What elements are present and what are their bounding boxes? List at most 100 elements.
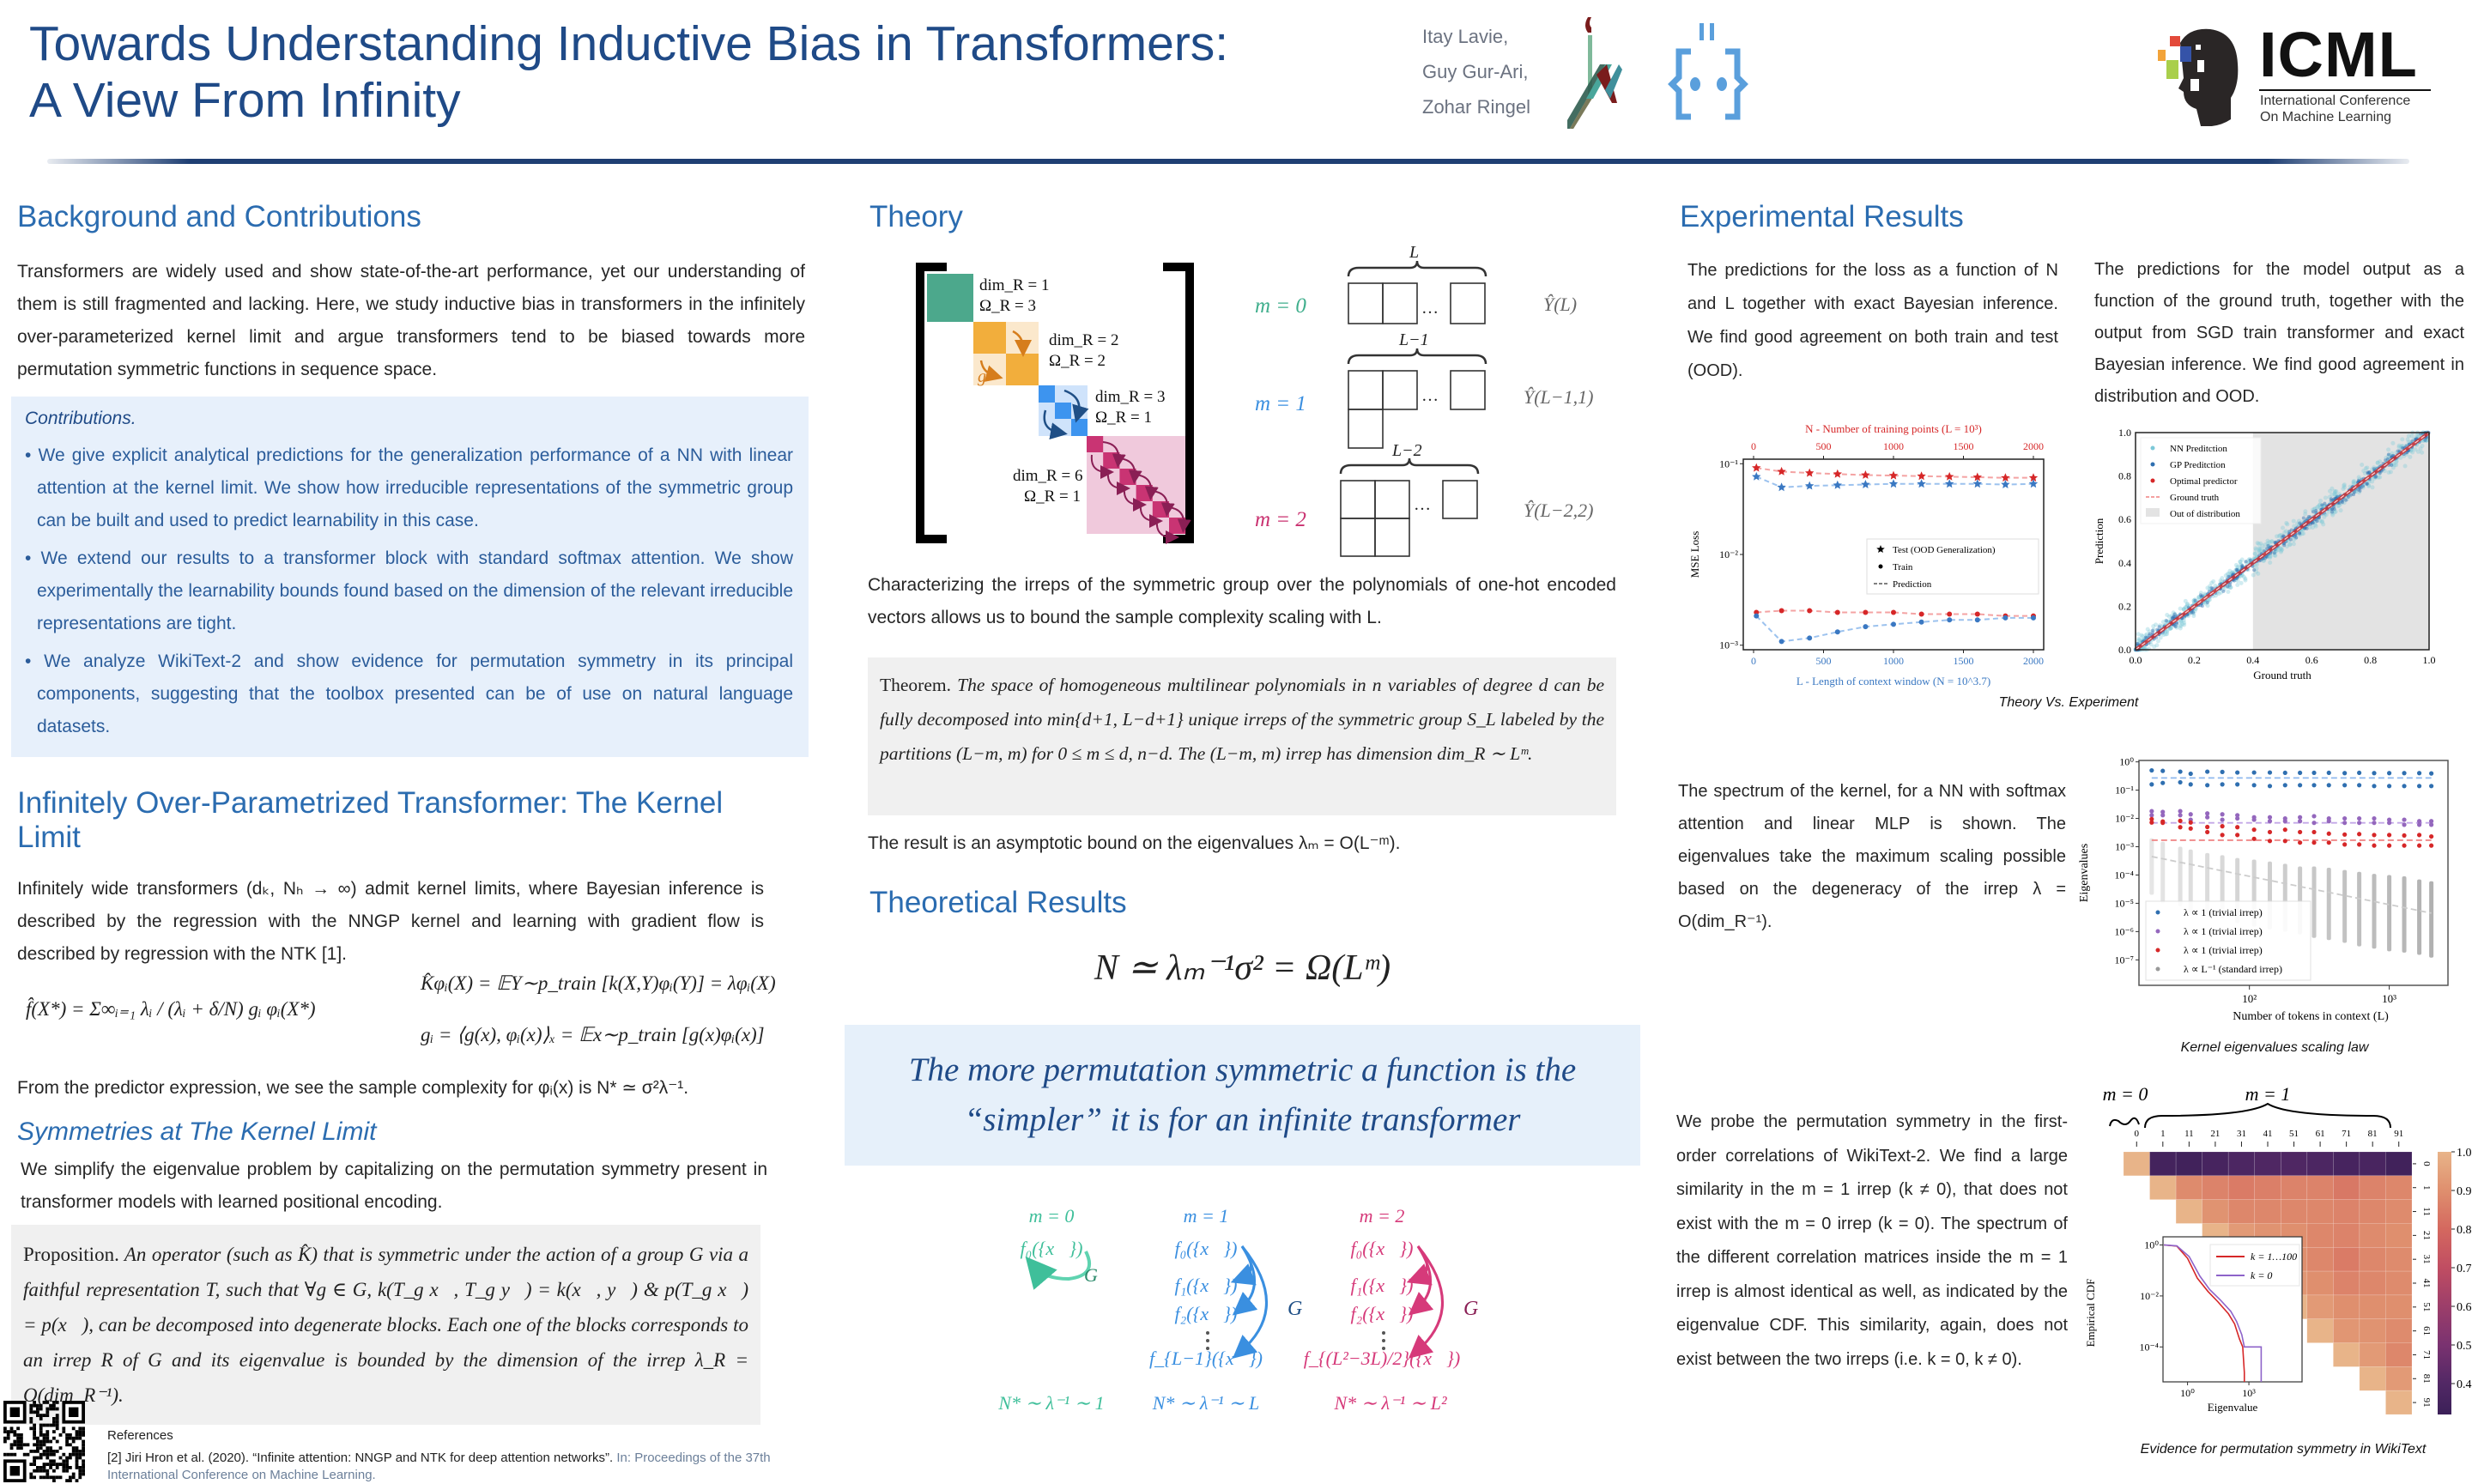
nn-prediction-point <box>2351 479 2356 484</box>
nn-prediction-point <box>2257 546 2262 551</box>
gp-prediction-point <box>2172 615 2177 619</box>
gp-prediction-point <box>2235 568 2239 572</box>
nn-prediction-point <box>2327 488 2332 494</box>
nn-prediction-point <box>2154 622 2159 627</box>
reference-venue-link[interactable]: In: Proceedings of the 37th Internationa… <box>107 1451 771 1482</box>
group-label: G <box>1084 1264 1098 1286</box>
nn-prediction-point <box>2390 451 2395 456</box>
nn-prediction-point <box>2276 534 2281 539</box>
eigenvalue-point <box>2429 819 2434 824</box>
gp-prediction-point <box>2172 615 2176 619</box>
nn-prediction-point <box>2345 497 2350 502</box>
eigenvalue-point <box>2416 784 2422 789</box>
nn-prediction-point <box>2363 481 2368 486</box>
qr-module <box>82 1466 85 1469</box>
gp-prediction-point <box>2423 438 2427 442</box>
author-3: Zohar Ringel <box>1422 96 1530 118</box>
qr-module <box>62 1426 66 1431</box>
heatmap-cell <box>2306 1175 2334 1200</box>
qr-module <box>3 1436 7 1440</box>
gp-prediction-point <box>2386 452 2390 457</box>
y-tick-label: 0.6 <box>2118 513 2131 525</box>
ground-truth-line <box>2135 432 2430 651</box>
nn-prediction-point <box>2181 607 2186 612</box>
block-cell <box>1119 469 1136 485</box>
nn-prediction-point <box>2233 577 2239 582</box>
group-label: G <box>1463 1298 1478 1320</box>
nn-prediction-point <box>2239 580 2244 585</box>
qr-module <box>36 1410 39 1414</box>
qr-module <box>69 1436 72 1440</box>
data-point <box>1974 617 1980 623</box>
gp-prediction-point <box>2281 536 2285 540</box>
nn-prediction-point <box>2394 463 2399 468</box>
nn-prediction-point <box>2184 605 2189 610</box>
eigenvalue-point <box>2178 825 2183 830</box>
qr-module <box>52 1401 56 1404</box>
eigenvalue-point <box>2416 843 2422 848</box>
eigenvalue-point <box>2402 822 2407 827</box>
nn-prediction-point <box>2230 570 2235 575</box>
eigenvalue-point <box>2386 784 2392 789</box>
nn-prediction-point <box>2243 578 2248 583</box>
eigenvalue-point <box>2298 783 2303 788</box>
eigenvalue-point <box>2188 782 2193 787</box>
eigenvalue-point <box>2220 833 2225 838</box>
braces-logo-icon <box>1668 23 1748 120</box>
heatmap-cell <box>2280 1199 2308 1224</box>
qr-module <box>33 1456 36 1460</box>
qr-module <box>78 1450 82 1453</box>
gp-prediction-point <box>2173 624 2178 628</box>
qr-module <box>49 1423 52 1427</box>
permutation-arrow <box>1118 457 1142 484</box>
y-tick-label: 1.0 <box>2118 427 2131 439</box>
data-point-star <box>1861 480 1870 488</box>
heatmap-cell <box>2385 1223 2413 1248</box>
block-cell <box>1136 485 1153 501</box>
spectrum-caption: Kernel eigenvalues scaling law <box>2180 1040 2369 1055</box>
nn-prediction-point <box>2151 624 2156 629</box>
nn-prediction-point <box>2137 638 2142 643</box>
data-point <box>1834 629 1840 635</box>
gp-prediction-point <box>2356 488 2360 492</box>
nn-prediction-point <box>2257 548 2262 553</box>
qr-module <box>45 1469 50 1473</box>
author-1: Itay Lavie, <box>1422 26 1509 47</box>
icml-logo-sub1: International Conference <box>2260 94 2411 108</box>
eigenvalue-point <box>2267 770 2273 775</box>
eigenvalue-point <box>2429 833 2434 839</box>
plot-frame <box>2135 432 2430 651</box>
eigenvalue-point <box>2160 768 2166 773</box>
ellipsis-dot <box>1382 1347 1385 1350</box>
nn-prediction-point <box>2348 484 2353 489</box>
heatmap-cell <box>2254 1175 2281 1200</box>
eigenvalue-point <box>2251 836 2257 841</box>
proposition-label: Proposition. <box>23 1244 119 1265</box>
row-label: 31 <box>2421 1255 2432 1264</box>
gp-prediction-point <box>2191 610 2196 615</box>
qr-code[interactable] <box>3 1401 89 1483</box>
nn-prediction-point <box>2286 538 2291 543</box>
qr-module <box>45 1436 50 1440</box>
qr-module <box>62 1463 66 1466</box>
qr-module <box>52 1450 56 1453</box>
qr-module <box>26 1443 30 1447</box>
standard-irrep-eigenvalues <box>2326 868 2331 941</box>
nn-prediction-point <box>2258 541 2263 546</box>
heatmap-cell <box>2306 1318 2334 1343</box>
eigenvalue-point <box>2342 832 2348 837</box>
gp-prediction-point <box>2143 635 2148 639</box>
qr-module <box>82 1463 85 1466</box>
qr-module <box>69 1475 72 1480</box>
heatmap-cell <box>2306 1151 2334 1177</box>
qr-module <box>33 1443 36 1447</box>
column-label: 21 <box>2210 1129 2220 1139</box>
nn-prediction-point <box>2172 611 2178 616</box>
reference-entry: [2] Jiri Hron et al. (2020). “Infinite a… <box>107 1450 777 1484</box>
nn-prediction-point <box>2136 638 2141 643</box>
nn-prediction-point <box>2269 539 2275 544</box>
nn-prediction-point <box>2219 590 2224 595</box>
nn-prediction-point <box>2166 614 2172 619</box>
heatmap-cell <box>2359 1270 2386 1296</box>
nn-prediction-point <box>2394 459 2399 464</box>
